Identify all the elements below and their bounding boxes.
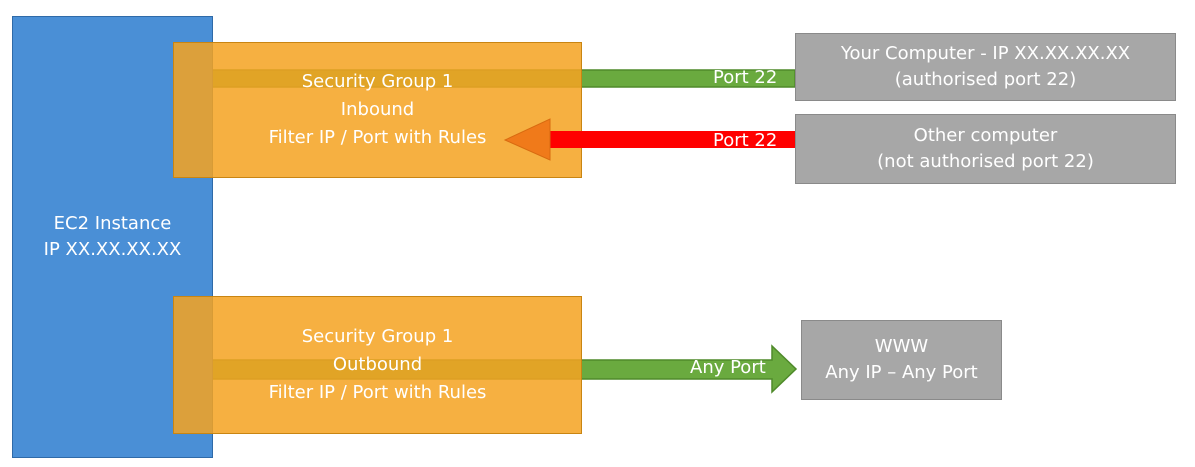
- outbound-direction: Outbound: [332, 354, 423, 375]
- www-scope: Any IP – Any Port: [825, 362, 978, 383]
- outbound-filter-text: Filter IP / Port with Rules: [268, 382, 487, 403]
- blocked-arrow-shaft: [550, 131, 795, 148]
- other-computer-title: Other computer: [913, 125, 1058, 146]
- www-destination: WWW Any IP – Any Port: [801, 320, 1002, 400]
- blocked-port-label: Port 22: [713, 130, 778, 151]
- other-computer: Other computer (not authorised port 22): [795, 114, 1176, 184]
- outbound-sg-name: Security Group 1: [301, 326, 454, 347]
- ec2-instance-ip: IP XX.XX.XX.XX: [43, 239, 182, 260]
- security-group-outbound: Security Group 1 Outbound Filter IP / Po…: [173, 296, 582, 434]
- authorised-port-label: Port 22: [713, 67, 778, 88]
- security-group-inbound: Security Group 1 Inbound Filter IP / Por…: [173, 42, 582, 178]
- www-title: WWW: [874, 336, 929, 357]
- inbound-filter-text: Filter IP / Port with Rules: [268, 127, 487, 148]
- inbound-direction: Inbound: [340, 99, 415, 120]
- authorised-computer: Your Computer - IP XX.XX.XX.XX (authoris…: [795, 33, 1176, 101]
- ec2-instance-title: EC2 Instance: [53, 213, 172, 234]
- blocked-arrow-head: [503, 118, 551, 161]
- inbound-sg-name: Security Group 1: [301, 71, 454, 92]
- other-computer-note: (not authorised port 22): [877, 151, 1094, 172]
- authorised-computer-ip: Your Computer - IP XX.XX.XX.XX: [840, 43, 1131, 64]
- authorised-computer-note: (authorised port 22): [894, 69, 1077, 90]
- outbound-port-label: Any Port: [690, 357, 766, 378]
